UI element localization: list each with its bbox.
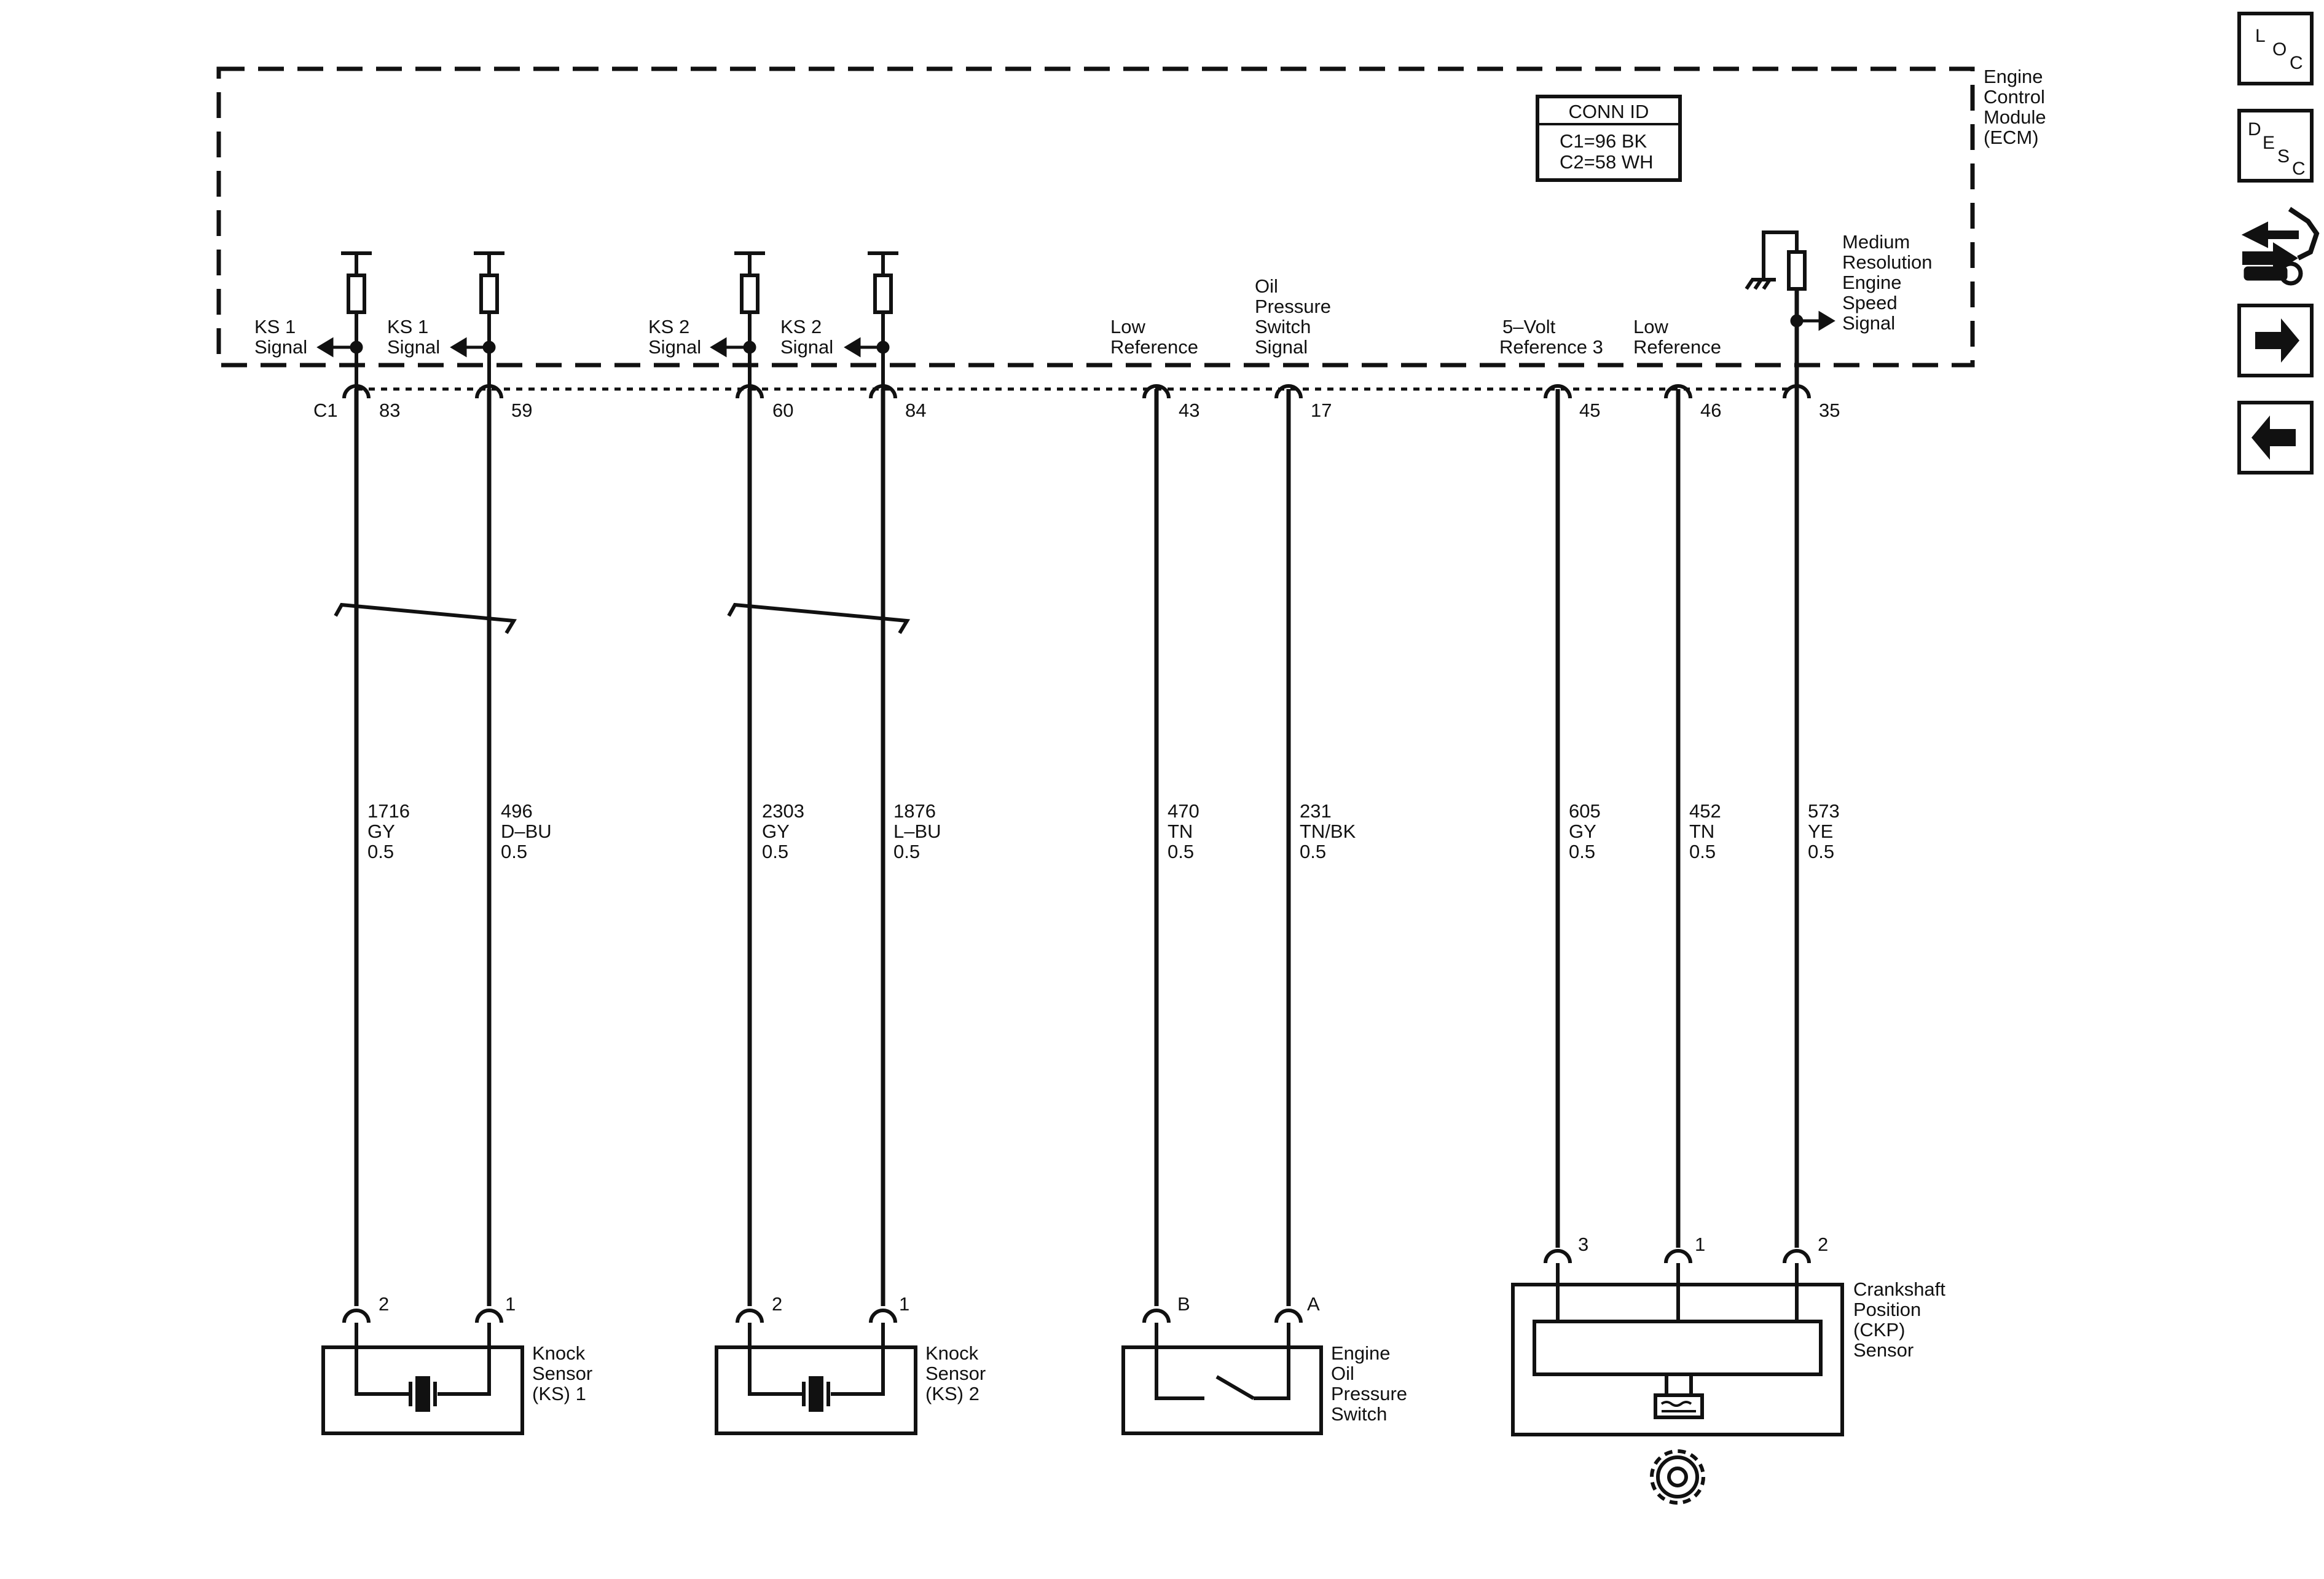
connector-label: C1 [313, 400, 338, 421]
component-pin-terminals [342, 1249, 1811, 1323]
arrow-left-icon[interactable] [2237, 401, 2314, 474]
svg-text:E: E [2263, 133, 2275, 153]
svg-text:A: A [1307, 1293, 1320, 1315]
knock-sensor-2-label: Knock Sensor (KS) 2 [925, 1342, 991, 1404]
knock-sensor-1-label: Knock Sensor (KS) 1 [532, 1342, 598, 1404]
svg-text:O: O [2272, 39, 2287, 60]
ecm-name: Engine Control Module (ECM) [1984, 66, 2051, 148]
wires [354, 252, 1799, 1306]
svg-text:1: 1 [505, 1293, 516, 1315]
component-pin-labels: 2 1 2 1 B A 3 1 2 [379, 1234, 1828, 1315]
ckp-sensor [1511, 1263, 1844, 1436]
svg-text:S: S [2277, 146, 2290, 167]
conn-id-line-1: C1=96 BK [1560, 130, 1647, 152]
knock-sensor-1 [321, 1323, 524, 1435]
conn-id-title: CONN ID [1569, 101, 1649, 122]
pin-59: 59 [511, 400, 532, 421]
svg-text:1: 1 [1695, 1234, 1705, 1255]
arrow-right-icon[interactable] [2237, 304, 2314, 377]
svg-text:2: 2 [379, 1293, 389, 1315]
svg-text:1: 1 [899, 1293, 909, 1315]
svg-text:2: 2 [772, 1293, 782, 1315]
signal-label-17: Oil Pressure Switch Signal [1255, 275, 1337, 358]
svg-text:B: B [1177, 1293, 1190, 1315]
ks-pullup-resistors [341, 251, 898, 389]
svg-text:C: C [2290, 53, 2303, 73]
signal-label-35: Medium Resolution Engine Speed Signal [1842, 231, 1937, 334]
conn-id-line-2: C2=58 WH [1560, 151, 1653, 173]
pin-60: 60 [772, 400, 793, 421]
ckp-sensor-label: Crankshaft Position (CKP) Sensor [1853, 1278, 1951, 1361]
signal-taps [316, 310, 1835, 358]
pin-45: 45 [1579, 400, 1600, 421]
reluctor-gear-icon [1650, 1449, 1705, 1505]
pin-84: 84 [905, 400, 926, 421]
svg-text:L: L [2255, 26, 2266, 46]
connector-tool-icon[interactable] [2241, 207, 2320, 286]
oil-pressure-switch [1121, 1323, 1323, 1435]
speed-signal-resistor [1745, 230, 1807, 321]
twisted-pair-markers [334, 602, 911, 634]
ecm-boundary [216, 66, 1975, 368]
oil-pressure-switch-label: Engine Oil Pressure Switch [1331, 1342, 1413, 1425]
pin-17: 17 [1311, 400, 1332, 421]
pin-43: 43 [1179, 400, 1199, 421]
svg-text:3: 3 [1578, 1234, 1588, 1255]
ecm-pin-numbers: 83 59 60 84 43 17 45 46 35 [379, 400, 1840, 421]
pin-46: 46 [1700, 400, 1721, 421]
loc-button[interactable]: L O C [2237, 12, 2314, 85]
svg-text:2: 2 [1818, 1234, 1828, 1255]
conn-id-box: CONN ID C1=96 BK C2=58 WH [1536, 95, 1682, 182]
svg-text:C: C [2292, 159, 2306, 179]
pin-35: 35 [1819, 400, 1840, 421]
svg-text:D: D [2248, 119, 2261, 140]
pin-83: 83 [379, 400, 400, 421]
ecm-pin-terminals [342, 384, 1811, 399]
desc-button[interactable]: D E S C [2237, 109, 2314, 183]
knock-sensor-2 [715, 1323, 917, 1435]
